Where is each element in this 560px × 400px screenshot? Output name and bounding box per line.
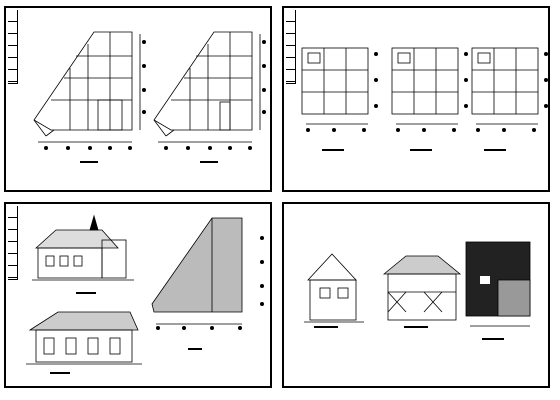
elevations-drawing	[26, 214, 264, 374]
sheet-bottom-right	[282, 202, 550, 388]
floor-plans-drawing	[33, 31, 266, 163]
sheet-top-right	[282, 6, 550, 192]
roof-plan-outline	[151, 217, 243, 313]
title-block	[8, 206, 18, 280]
elevation-2-roof	[28, 311, 139, 331]
title-block	[8, 10, 18, 84]
square-plan-3-outline	[471, 47, 539, 115]
sheet-bottom-left	[4, 202, 272, 388]
elevation-1-roof	[34, 229, 119, 249]
square-plan-2-outline	[391, 47, 459, 115]
floor-plan-1-outline	[33, 31, 133, 131]
chalet-elevation-2-roof	[382, 255, 462, 275]
chalet-drawing	[304, 241, 531, 340]
square-plan-1-outline	[301, 47, 369, 115]
title-block	[286, 10, 296, 84]
sheet-top-left	[4, 6, 272, 192]
chalet-elevation-1-roof	[307, 253, 357, 281]
floor-plan-2-outline	[153, 31, 253, 131]
square-plans-drawing	[301, 47, 548, 151]
